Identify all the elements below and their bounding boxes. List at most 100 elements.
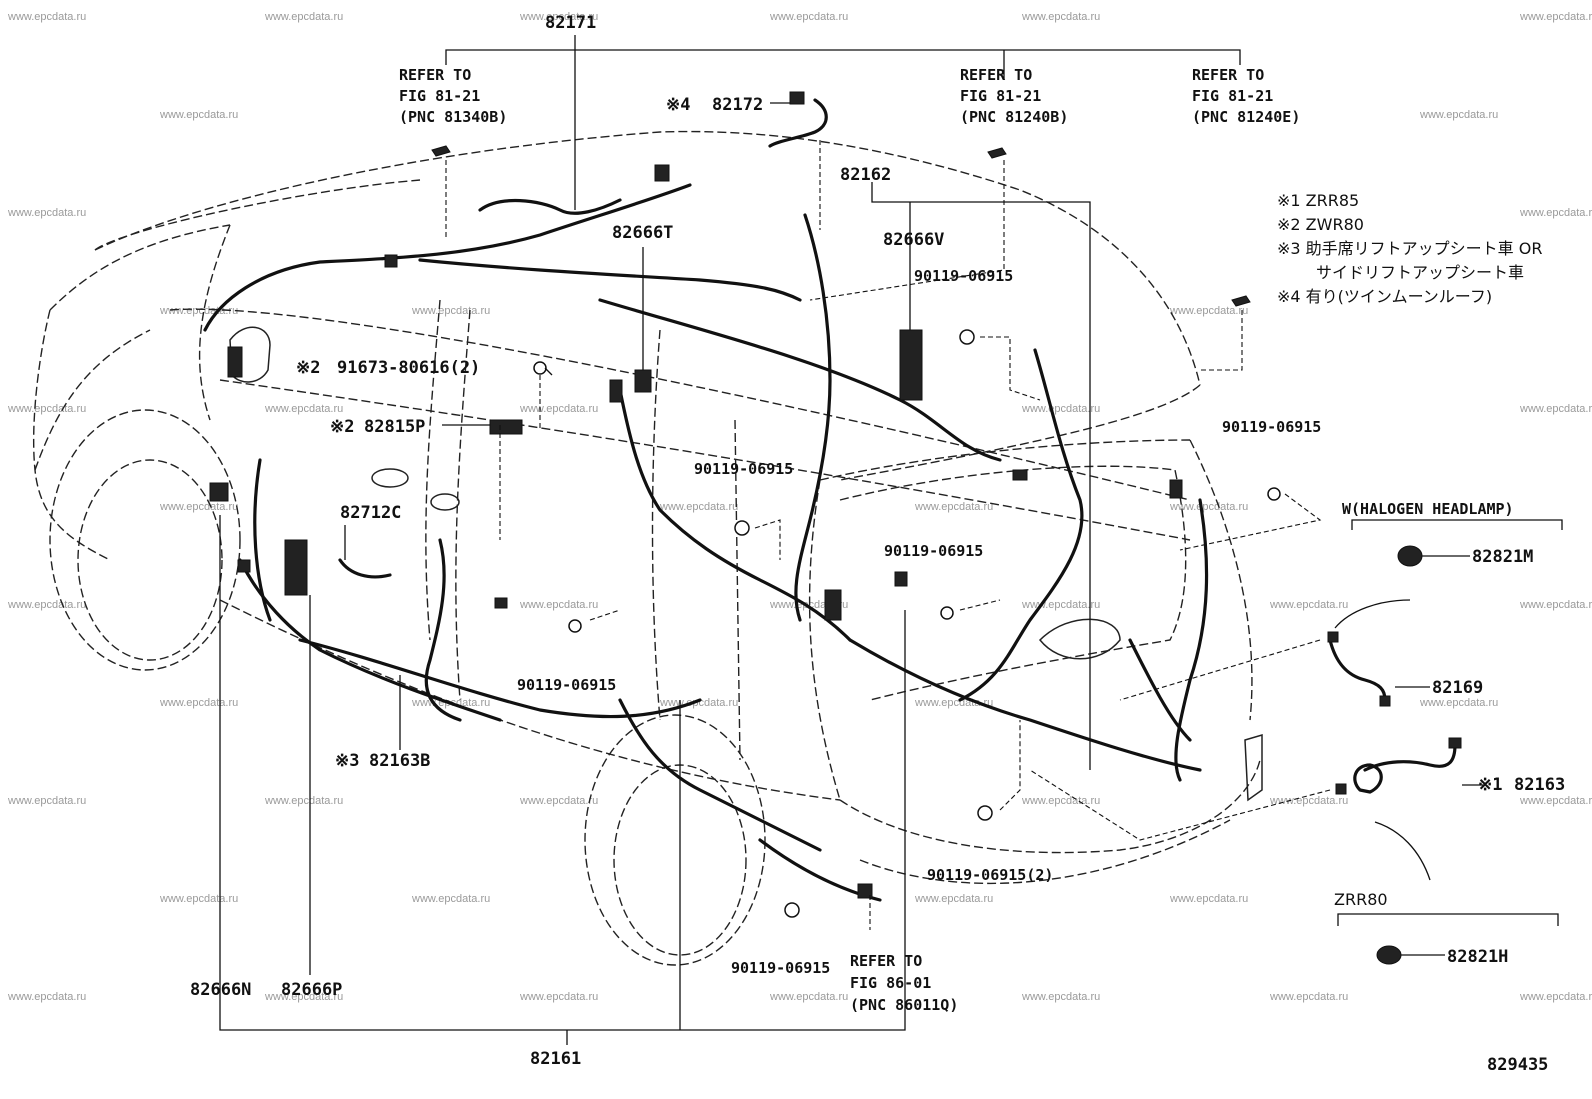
watermark: www.epcdata.ru bbox=[519, 991, 598, 1003]
bracket-halogen bbox=[1351, 519, 1563, 530]
part-label-90119-06915: 90119-06915 bbox=[694, 460, 793, 478]
connector bbox=[857, 883, 873, 899]
watermark: www.epcdata.ru bbox=[1021, 991, 1100, 1003]
bracket-zrr80 bbox=[1337, 913, 1559, 926]
clip bbox=[987, 147, 1007, 159]
rear-hatch-left bbox=[808, 479, 841, 801]
side-window-line bbox=[169, 308, 1191, 501]
door-handle-2 bbox=[430, 493, 460, 511]
bolt-icon bbox=[533, 361, 547, 375]
bolt-icon bbox=[977, 805, 993, 821]
svg-text:REFER TO: REFER TO bbox=[850, 952, 922, 970]
svg-text:(PNC 86011Q): (PNC 86011Q) bbox=[850, 996, 958, 1014]
figure-id: 829435 bbox=[1487, 1055, 1548, 1075]
watermark: www.epcdata.ru bbox=[769, 991, 848, 1003]
dash-ref2 bbox=[809, 160, 1005, 301]
front-side bbox=[34, 329, 151, 471]
watermark: www.epcdata.ru bbox=[264, 795, 343, 807]
part-label-90119-06915: 90119-06915 bbox=[731, 959, 830, 977]
connector bbox=[634, 369, 652, 393]
watermark: www.epcdata.ru bbox=[1519, 207, 1592, 219]
connector-layer bbox=[209, 91, 1462, 965]
dash-ref3 bbox=[1200, 310, 1243, 371]
connector bbox=[654, 164, 670, 182]
floor-harness-82161 bbox=[298, 638, 702, 719]
a-pillar bbox=[198, 224, 231, 421]
watermark: www.epcdata.ru bbox=[1169, 501, 1248, 513]
lead-82169 bbox=[1328, 638, 1387, 702]
dash-bolt5 bbox=[959, 599, 1001, 611]
quarter-harness-82666V bbox=[958, 348, 1084, 702]
watermark: www.epcdata.ru bbox=[659, 697, 738, 709]
marker: ※2 bbox=[296, 358, 320, 378]
watermark-layer: www.epcdata.ru www.epcdata.ru www.epcdat… bbox=[7, 11, 1592, 1003]
part-label-layer: 82171 ※4 82172 82162 82666T 82666V ※2 91… bbox=[190, 13, 1565, 1069]
clip bbox=[431, 145, 451, 157]
connector bbox=[1379, 695, 1391, 707]
back-door-harness bbox=[1174, 498, 1209, 782]
bracket-82171 bbox=[445, 35, 1241, 210]
legend-note-3b: サイドリフトアップシート車 bbox=[1316, 263, 1524, 282]
watermark: www.epcdata.ru bbox=[411, 893, 490, 905]
watermark: www.epcdata.ru bbox=[519, 599, 598, 611]
legend-note-2: ※2 ZWR80 bbox=[1277, 215, 1364, 234]
part-label-82162: 82162 bbox=[840, 165, 891, 185]
pillar-harness-82162 bbox=[794, 213, 832, 622]
rear-lamp bbox=[1244, 733, 1263, 802]
watermark: www.epcdata.ru bbox=[7, 991, 86, 1003]
sliding-door-harness bbox=[424, 538, 462, 722]
part-label-82666P: 82666P bbox=[281, 980, 342, 1000]
beltline bbox=[219, 379, 1191, 541]
legend: ※1 ZRR85 ※2 ZWR80 ※3 助手席リフトアップシート車 OR サイ… bbox=[1277, 191, 1542, 306]
part-label-82821M: 82821M bbox=[1472, 547, 1533, 567]
part-label-82163: 82163 bbox=[1514, 775, 1565, 795]
watermark: www.epcdata.ru bbox=[519, 403, 598, 415]
watermark: www.epcdata.ru bbox=[264, 991, 343, 1003]
watermark: www.epcdata.ru bbox=[1519, 599, 1592, 611]
svg-text:(PNC 81340B): (PNC 81340B) bbox=[399, 108, 507, 126]
watermark: www.epcdata.ru bbox=[769, 11, 848, 23]
watermark: www.epcdata.ru bbox=[7, 11, 86, 23]
rear-hatch-top bbox=[819, 439, 1191, 481]
marker: ※3 bbox=[335, 751, 359, 771]
svg-text:FIG 86-01: FIG 86-01 bbox=[850, 974, 931, 992]
watermark: www.epcdata.ru bbox=[519, 11, 598, 23]
connector bbox=[894, 571, 908, 587]
watermark: www.epcdata.ru bbox=[7, 403, 86, 415]
watermark: www.epcdata.ru bbox=[1519, 991, 1592, 1003]
legend-note-1: ※1 ZRR85 bbox=[1277, 191, 1359, 210]
connector bbox=[824, 589, 842, 621]
dash-bolt1 bbox=[980, 336, 1041, 401]
svg-text:REFER TO: REFER TO bbox=[1192, 66, 1264, 84]
part-label-82666V: 82666V bbox=[883, 230, 944, 250]
dash-bolt6 bbox=[589, 609, 621, 621]
dash-82163 bbox=[1029, 769, 1331, 841]
clip bbox=[1231, 295, 1251, 307]
watermark: www.epcdata.ru bbox=[1021, 11, 1100, 23]
arrow-82169 bbox=[1334, 599, 1411, 629]
svg-text:REFER TO: REFER TO bbox=[399, 66, 471, 84]
windshield-top bbox=[94, 179, 421, 251]
side-mirror bbox=[229, 326, 271, 383]
svg-text:(PNC 81240E): (PNC 81240E) bbox=[1192, 108, 1300, 126]
watermark: www.epcdata.ru bbox=[159, 109, 238, 121]
roof-outline bbox=[94, 130, 1201, 386]
roof-harness-82171 bbox=[203, 183, 692, 332]
watermark: www.epcdata.ru bbox=[914, 893, 993, 905]
connector bbox=[789, 91, 805, 105]
grommet-82821M bbox=[1397, 545, 1423, 567]
part-label-82169: 82169 bbox=[1432, 678, 1483, 698]
sliding-door-rear bbox=[734, 419, 741, 761]
reference-callout-4: REFER TO FIG 86-01 (PNC 86011Q) bbox=[850, 952, 958, 1014]
watermark: www.epcdata.ru bbox=[411, 305, 490, 317]
watermark: www.epcdata.ru bbox=[159, 501, 238, 513]
watermark: www.epcdata.ru bbox=[1021, 795, 1100, 807]
svg-text:FIG 81-21: FIG 81-21 bbox=[399, 87, 480, 105]
arrow-82163 bbox=[1374, 821, 1431, 881]
dash-bolt7 bbox=[999, 720, 1021, 811]
watermark: www.epcdata.ru bbox=[7, 599, 86, 611]
rear-bumper bbox=[839, 759, 1261, 854]
leader-line-layer bbox=[219, 35, 1563, 1045]
leader-91673 bbox=[544, 367, 553, 376]
